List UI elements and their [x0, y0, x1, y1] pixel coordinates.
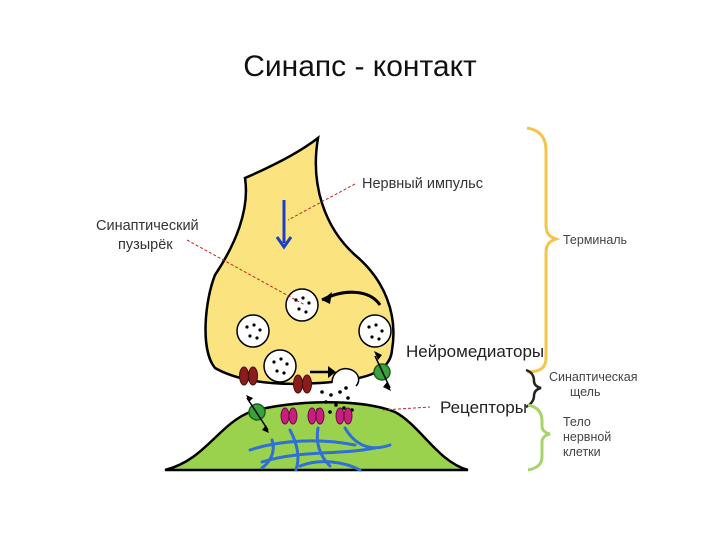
- label-synaptic-cleft-line2: щель: [570, 385, 601, 399]
- label-synaptic-vesicle-line1: Синаптический: [96, 218, 199, 234]
- label-cell-body-line1: Тело: [563, 415, 591, 429]
- cleft-brace: [525, 368, 542, 409]
- label-synaptic-cleft-line1: Синаптическая: [549, 370, 638, 384]
- label-neurotransmitters: Нейромедиаторы: [406, 342, 545, 361]
- label-cell-body-line2: нервной: [563, 430, 612, 444]
- ion-channel-icon: [239, 366, 312, 394]
- terminal-brace: [526, 126, 561, 374]
- label-receptors: Рецепторы: [440, 398, 527, 417]
- label-nerve-impulse: Нервный импульс: [362, 176, 483, 192]
- receptor-icon: [280, 407, 353, 425]
- label-synaptic-vesicle-line2: пузырёк: [118, 237, 173, 253]
- slide-title: Синапс - контакт: [243, 50, 477, 83]
- body-brace: [527, 403, 551, 472]
- label-terminal: Терминаль: [563, 233, 628, 247]
- dendrite-fibers: [248, 426, 392, 472]
- label-cell-body-line3: клетки: [563, 445, 601, 459]
- synaptic-vesicle-icon: [236, 288, 392, 383]
